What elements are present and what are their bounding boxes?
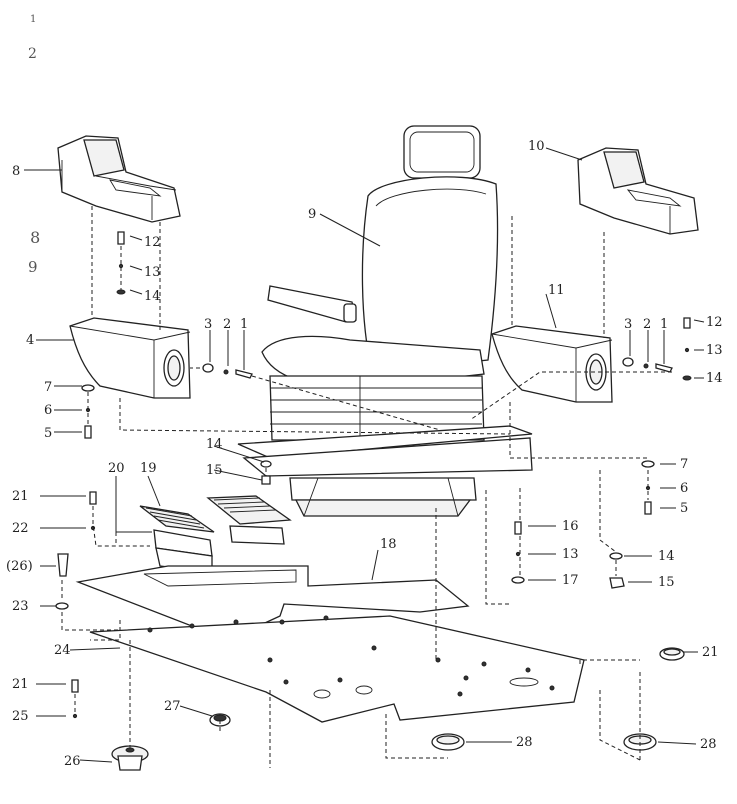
- callout-11: 11: [548, 283, 565, 298]
- callout-25: 25: [12, 709, 29, 724]
- right-bracket-box: [491, 325, 613, 403]
- right-pedal: [206, 495, 292, 545]
- callout-23: 23: [12, 599, 29, 614]
- callout-2a: 2: [223, 317, 231, 332]
- right-console-cover: [577, 147, 699, 235]
- callout-22: 22: [12, 521, 29, 536]
- callout-28b: 28: [700, 737, 717, 752]
- callout-5a: 5: [44, 426, 52, 441]
- left-console-cover: [57, 135, 181, 223]
- leader-lines: [24, 147, 705, 763]
- callout-2b: 2: [643, 317, 651, 332]
- callout-27: 27: [164, 699, 181, 714]
- callout-21a: 21: [12, 489, 29, 504]
- left-bracket-box: [69, 317, 191, 399]
- callout-16: 16: [562, 519, 579, 534]
- hardware-seat-mount: [260, 460, 272, 485]
- callout-17: 17: [562, 573, 579, 588]
- callout-19: 19: [140, 461, 157, 476]
- callout-labels: 8 9 10 12 13 14 3 2 1 4 7 6 5 11 3 2 1 1…: [6, 139, 723, 769]
- callout-3a: 3: [204, 317, 212, 332]
- callout-15b: 15: [658, 575, 675, 590]
- corner-mark-2: 2: [28, 46, 37, 62]
- callout-20: 20: [108, 461, 125, 476]
- callout-9: 9: [308, 207, 316, 222]
- callout-1b: 1: [660, 317, 668, 332]
- callout-18: 18: [380, 537, 397, 552]
- hardware-left-console: [116, 231, 126, 295]
- grommet-28a: [431, 733, 465, 751]
- callout-6a: 6: [44, 403, 52, 418]
- callout-7a: 7: [44, 380, 52, 395]
- callout-7b: 7: [680, 457, 688, 472]
- callout-28a: 28: [516, 735, 533, 750]
- hardware-left-box: [81, 363, 253, 439]
- callout-12a: 12: [144, 235, 161, 250]
- callout-14a: 14: [144, 289, 161, 304]
- callout-21c: 21: [12, 677, 29, 692]
- callout-4: 4: [26, 333, 34, 348]
- callout-14d: 14: [658, 549, 675, 564]
- callout-21b: 21: [702, 645, 719, 660]
- callout-26b: 26: [64, 754, 81, 769]
- left-pedal: [139, 505, 215, 573]
- callout-15a: 15: [206, 463, 223, 478]
- hardware-right-lower: [511, 460, 655, 589]
- callout-13b: 13: [706, 343, 723, 358]
- side-mark-9: 9: [28, 258, 38, 276]
- corner-mark-1: 1: [30, 14, 37, 25]
- callout-13c: 13: [562, 547, 579, 562]
- callout-12b: 12: [706, 315, 723, 330]
- callout-1a: 1: [240, 317, 248, 332]
- callout-5b: 5: [680, 501, 688, 516]
- rubber-mount-26: [111, 745, 149, 771]
- operator-seat: [237, 125, 533, 517]
- callout-6b: 6: [680, 481, 688, 496]
- floor-plate: [89, 615, 585, 723]
- callout-14c: 14: [206, 437, 223, 452]
- hardware-right-box: [622, 317, 692, 381]
- callout-8: 8: [12, 164, 20, 179]
- callout-13a: 13: [144, 265, 161, 280]
- assembly-lines: [61, 206, 672, 768]
- callout-26a: (26): [6, 559, 33, 574]
- callout-14b: 14: [706, 371, 723, 386]
- callout-10: 10: [528, 139, 545, 154]
- callout-3b: 3: [624, 317, 632, 332]
- grommet-21: [659, 647, 685, 661]
- callout-24: 24: [54, 643, 71, 658]
